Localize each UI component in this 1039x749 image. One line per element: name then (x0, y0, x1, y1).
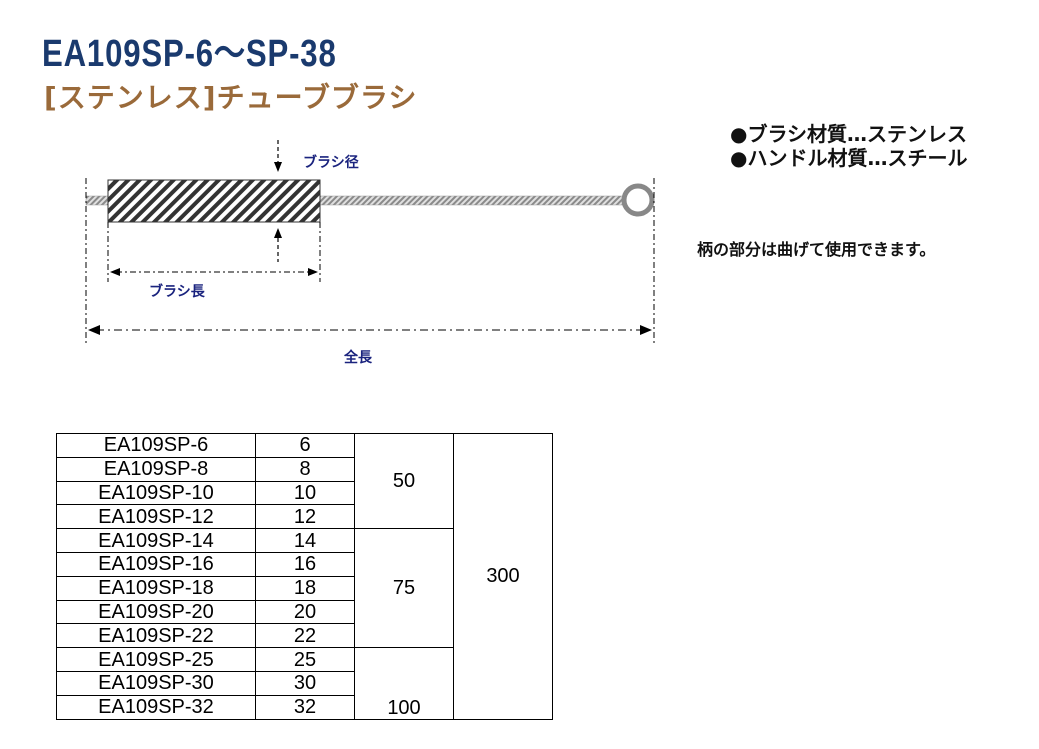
brush-diameter-label: ブラシ径 (303, 155, 359, 171)
brush-length-cell: 50 (354, 432, 454, 530)
diameter-cell: 6 (255, 433, 355, 458)
model-cell: EA109SP-30 (56, 670, 256, 696)
brush-length-cell: 75 (354, 528, 454, 649)
model-cell: EA109SP-22 (56, 623, 256, 649)
page-title: EA109SP-6～SP-38 (42, 33, 337, 75)
diameter-cell: 14 (255, 528, 355, 553)
table-row: EA109SP-6 6 50 300 (56, 432, 553, 720)
table-row: EA109SP-12 12 (56, 504, 553, 530)
diameter-cell: 18 (255, 575, 355, 601)
diameter-arrow-top (274, 162, 282, 172)
model-cell: EA109SP-32 (56, 694, 256, 720)
diameter-cell: 30 (255, 670, 355, 696)
brush-length-cell: 100 (354, 647, 454, 720)
diameter-cell: 12 (255, 504, 355, 530)
diameter-arrow-bottom (274, 228, 282, 238)
table-row: EA109SP-10 10 (56, 480, 553, 506)
total-length-cell: 300 (453, 433, 553, 720)
model-cell: EA109SP-14 (56, 528, 256, 553)
page-subtitle: [ステンレス]チューブブラシ (44, 81, 418, 114)
total-length-arrow-left (88, 325, 100, 335)
model-cell: EA109SP-18 (56, 575, 256, 601)
brush-length-arrow-left (110, 268, 120, 276)
diameter-cell: 22 (255, 623, 355, 649)
brush-length-label: ブラシ長 (149, 284, 205, 300)
product-spec-table: EA109SP-6 6 50 300 EA109SP-8 8 EA109SP-1… (56, 432, 553, 720)
model-cell: EA109SP-25 (56, 647, 256, 672)
handle-material-spec: ●ハンドル材質…スチール (730, 146, 968, 170)
diameter-cell: 10 (255, 480, 355, 506)
total-length-label: 全長 (344, 350, 372, 366)
model-cell: EA109SP-20 (56, 599, 256, 625)
brush-material-spec: ●ブラシ材質…ステンレス (730, 122, 968, 146)
total-length-arrow-right (640, 325, 652, 335)
diameter-cell: 32 (255, 694, 355, 720)
table-row: EA109SP-32 32 (56, 694, 553, 720)
table-row: EA109SP-14 14 75 (56, 528, 553, 649)
brush-length-arrow-right (308, 268, 318, 276)
model-cell: EA109SP-10 (56, 480, 256, 506)
wire-handle (319, 195, 625, 206)
brush-head (107, 179, 321, 223)
model-cell: EA109SP-8 (56, 456, 256, 482)
brush-dimension-diagram (85, 140, 655, 346)
ring-handle (621, 183, 655, 217)
table-row: EA109SP-22 22 (56, 623, 553, 649)
diameter-cell: 16 (255, 551, 355, 577)
model-cell: EA109SP-16 (56, 551, 256, 577)
wire-tip (85, 195, 109, 206)
bendable-handle-note: 柄の部分は曲げて使用できます。 (697, 240, 936, 259)
material-specs: ●ブラシ材質…ステンレス ●ハンドル材質…スチール (730, 122, 967, 170)
diameter-cell: 20 (255, 599, 355, 625)
table-row: EA109SP-30 30 (56, 670, 553, 696)
table-row: EA109SP-16 16 (56, 551, 553, 577)
diameter-cell: 8 (255, 456, 355, 482)
table-row: EA109SP-20 20 (56, 599, 553, 625)
table-row: EA109SP-8 8 (56, 456, 553, 482)
table-row: EA109SP-18 18 (56, 575, 553, 601)
table-row: EA109SP-25 25 100 (56, 647, 553, 720)
model-cell: EA109SP-6 (56, 433, 256, 458)
model-cell: EA109SP-12 (56, 504, 256, 530)
diameter-cell: 25 (255, 647, 355, 672)
